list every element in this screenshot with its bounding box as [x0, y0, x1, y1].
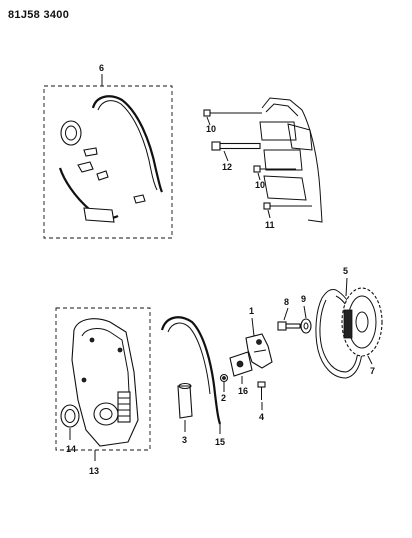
bolt-11 [263, 202, 312, 210]
callout-14: 14 [66, 444, 76, 454]
bolt-10-upper [203, 109, 262, 117]
callout-7: 7 [370, 366, 375, 376]
callout-6: 6 [99, 63, 104, 73]
callout-3: 3 [182, 435, 187, 445]
callout-10b: 10 [255, 180, 265, 190]
oil-slinger [177, 383, 193, 419]
callout-8: 8 [284, 297, 289, 307]
chain-tensioner [245, 333, 273, 369]
bolt-10-lower [253, 165, 296, 173]
timing-cover-kit-box [55, 307, 151, 451]
tensioner-block [229, 351, 253, 377]
seal-lower [60, 404, 80, 428]
seal-upper [60, 120, 82, 146]
callout-1: 1 [249, 306, 254, 316]
drawing-code: 81J58 3400 [8, 9, 70, 21]
callout-5: 5 [343, 266, 348, 276]
timing-cover-upper-right [259, 97, 323, 223]
bolt-4 [257, 381, 266, 400]
bolt-8 [277, 321, 301, 331]
callout-2: 2 [221, 393, 226, 403]
callout-9: 9 [301, 294, 306, 304]
timing-cover [71, 318, 139, 447]
callout-10a: 10 [206, 124, 216, 134]
callout-16: 16 [238, 386, 248, 396]
gasket-pieces-upper [58, 147, 146, 223]
callout-13: 13 [89, 466, 99, 476]
callout-4: 4 [259, 412, 264, 422]
cover-gasket-lower [160, 316, 222, 425]
callout-11: 11 [265, 220, 275, 230]
washer-2 [219, 373, 229, 383]
gasket-kit-box [43, 85, 173, 239]
bolt-12 [211, 141, 261, 151]
washer-9 [300, 318, 312, 334]
callout-12: 12 [222, 162, 232, 172]
cover-gasket-upper [91, 95, 164, 193]
callout-15: 15 [215, 437, 225, 447]
camshaft-sprocket [341, 287, 383, 357]
